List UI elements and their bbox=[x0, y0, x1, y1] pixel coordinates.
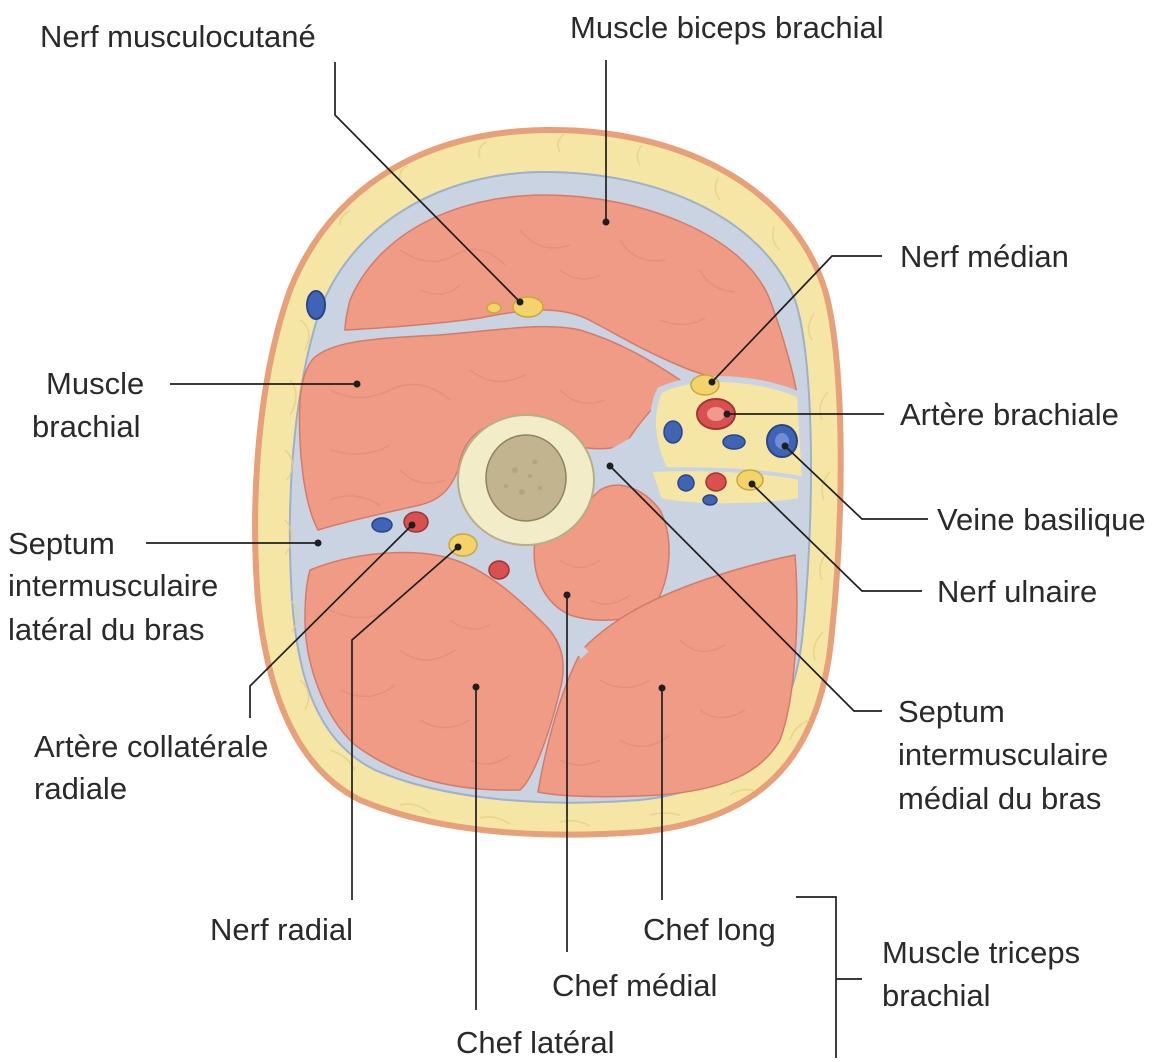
label-artere-collaterale-2: radiale bbox=[34, 771, 127, 806]
label-septum-medial-3: médial du bras bbox=[898, 781, 1101, 816]
label-veine-basilique: Veine basilique bbox=[937, 502, 1146, 537]
superior-ulnar-artery bbox=[706, 473, 726, 491]
label-chef-lateral: Chef latéral bbox=[456, 1025, 615, 1060]
brachial-vein-1 bbox=[664, 421, 682, 443]
radial-collateral-vein bbox=[372, 518, 392, 532]
label-muscle-brachial-1: Muscle bbox=[46, 366, 144, 401]
label-nerf-median: Nerf médian bbox=[900, 239, 1069, 274]
label-artere-collaterale-1: Artère collatérale bbox=[34, 729, 268, 764]
label-triceps-2: brachial bbox=[882, 978, 991, 1013]
radial-nerve bbox=[449, 534, 477, 556]
label-nerf-musculocutane: Nerf musculocutané bbox=[40, 19, 316, 54]
label-chef-medial: Chef médial bbox=[552, 968, 717, 1003]
label-septum-lateral-3: latéral du bras bbox=[8, 612, 204, 647]
label-septum-medial-2: intermusculaire bbox=[898, 737, 1108, 772]
label-nerf-ulnaire: Nerf ulnaire bbox=[937, 574, 1097, 609]
label-muscle-biceps-brachial: Muscle biceps brachial bbox=[570, 10, 884, 45]
brachial-vein-2 bbox=[723, 435, 745, 449]
ulnar-nerve bbox=[737, 470, 763, 490]
humerus bbox=[458, 415, 594, 545]
musculocutaneous-nerve-small bbox=[487, 303, 501, 313]
label-septum-lateral-1: Septum bbox=[8, 526, 115, 561]
label-muscle-brachial-2: brachial bbox=[32, 409, 141, 444]
vein-3 bbox=[678, 475, 694, 491]
label-chef-long: Chef long bbox=[643, 912, 776, 947]
label-septum-lateral-2: intermusculaire bbox=[8, 568, 218, 603]
label-nerf-radial: Nerf radial bbox=[210, 912, 353, 947]
cephalic-vein bbox=[307, 291, 325, 319]
label-triceps-1: Muscle triceps bbox=[882, 935, 1080, 970]
vein-4 bbox=[703, 495, 717, 505]
label-septum-medial-1: Septum bbox=[898, 694, 1005, 729]
label-artere-brachiale: Artère brachiale bbox=[900, 397, 1119, 432]
deep-brachial-artery bbox=[489, 561, 509, 579]
